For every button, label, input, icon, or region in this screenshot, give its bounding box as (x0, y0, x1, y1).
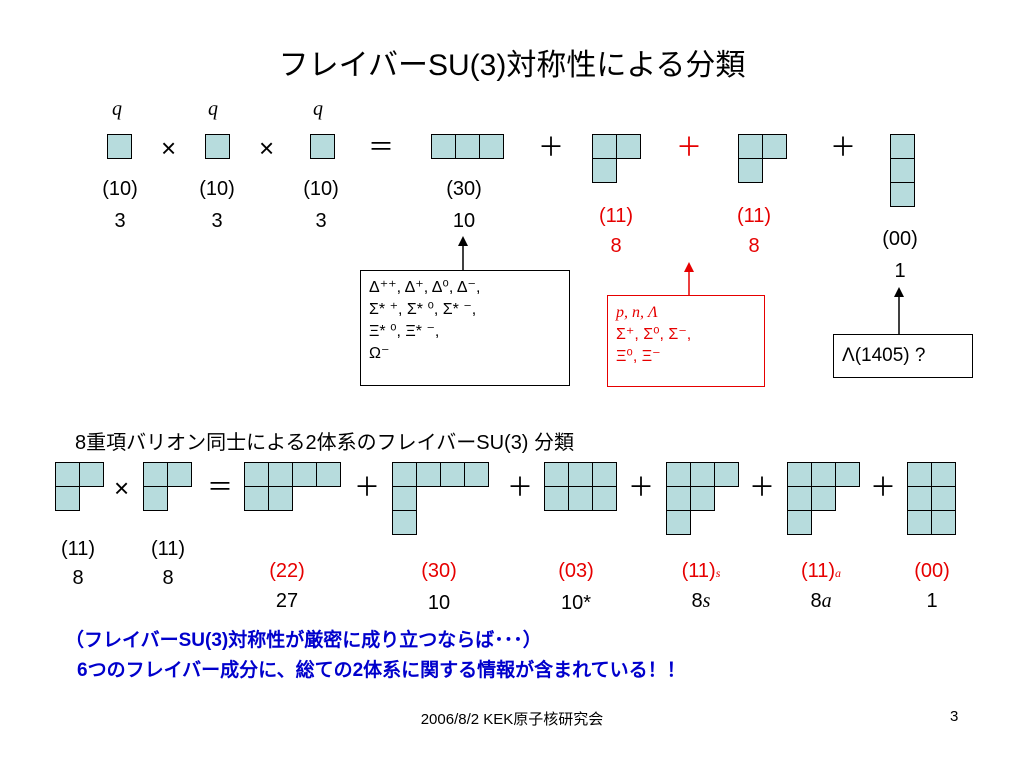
plus-symbol: ＋ (507, 472, 534, 502)
dim-label-antisymmetric: 8a (786, 590, 856, 612)
times-symbol: × (259, 133, 275, 163)
dim-label: 27 (275, 590, 299, 612)
page-number: 3 (950, 708, 959, 725)
rep-label-antisymmetric: (11)a (786, 560, 856, 584)
quark-label: q (313, 98, 323, 120)
dim-label: 3 (114, 210, 126, 232)
octet-line: p, n, Λ (616, 304, 658, 321)
dim-label: 8 (748, 235, 760, 257)
arrow-decuplet (458, 236, 468, 270)
rep-label: (30) (421, 560, 457, 582)
rep-label: (11) (60, 538, 96, 560)
rep-label: (11) (150, 538, 186, 560)
arrow-singlet (894, 287, 904, 334)
footer-date: 2006/8/2 KEK原子核研究会 (420, 711, 604, 728)
section-title: 8重項バリオン同士による2体系のフレイバーSU(3) 分類 (75, 432, 575, 454)
times-symbol: × (161, 133, 177, 163)
dim-label: 10 (427, 592, 451, 614)
decuplet-members-box: Δ⁺⁺, Δ⁺, Δ⁰, Δ⁻, Σ* ⁺, Σ* ⁰, Σ* ⁻, Ξ* ⁰,… (360, 270, 570, 386)
rep-label: (00) (882, 228, 918, 250)
antisymmetric-subscript: a (821, 590, 832, 612)
page-title: フレイバーSU(3)対称性による分類 (278, 49, 746, 82)
dim-label: 3 (315, 210, 327, 232)
plus-symbol: ＋ (628, 472, 655, 502)
decuplet-line: Ω⁻ (369, 345, 390, 362)
decuplet-line: Δ⁺⁺, Δ⁺, Δ⁰, Δ⁻, (369, 279, 481, 296)
rep-label: (03) (558, 560, 594, 582)
quark-label: q (112, 98, 122, 120)
equals-symbol: ＝ (207, 472, 234, 502)
singlet-candidate-box: Λ(1405) ? (833, 334, 973, 378)
symmetric-subscript: s (702, 590, 711, 612)
rep-label: (10) (303, 178, 339, 200)
octet-members-box: p, n, Λ Σ⁺, Σ⁰, Σ⁻, Ξ⁰, Ξ⁻ (607, 295, 765, 387)
rep-label: (00) (914, 560, 950, 582)
decuplet-line: Ξ* ⁰, Ξ* ⁻, (369, 323, 440, 340)
dim-label: 8 (72, 567, 84, 589)
dim-label: 8 (162, 567, 174, 589)
rep-label-symmetric: (11)s (666, 560, 736, 584)
plus-symbol: ＋ (676, 132, 703, 162)
dim-label: 8 (610, 235, 622, 257)
times-symbol: × (114, 473, 130, 503)
dim-label-symmetric: 8s (666, 590, 736, 612)
rep-label: (22) (269, 560, 305, 582)
rep-value: (11) (800, 560, 836, 582)
dim-value: 8 (691, 590, 703, 612)
dim-label: 1 (894, 260, 906, 282)
rep-value: (11) (681, 560, 716, 582)
plus-symbol: ＋ (870, 472, 897, 502)
rep-label: (11) (736, 205, 772, 227)
conclusion-line-1: （フレイバーSU(3)対称性が厳密に成り立つならば･･･） (65, 630, 542, 651)
arrow-octet (684, 262, 694, 295)
quark-label: q (208, 98, 218, 120)
octet-line: Ξ⁰, Ξ⁻ (616, 348, 661, 365)
rep-label: (10) (102, 178, 138, 200)
rep-label: (11) (598, 205, 634, 227)
plus-symbol: ＋ (749, 472, 776, 502)
antisymmetric-subscript: a (835, 566, 842, 580)
symmetric-subscript: s (715, 566, 721, 580)
dim-label: 10 (452, 210, 476, 232)
rep-label: (10) (199, 178, 235, 200)
dim-label: 3 (211, 210, 223, 232)
octet-line: Σ⁺, Σ⁰, Σ⁻, (616, 326, 692, 343)
dim-label: 10* (560, 592, 592, 614)
equals-symbol: ＝ (368, 132, 395, 162)
dim-value: 8 (810, 590, 822, 612)
plus-symbol: ＋ (354, 472, 381, 502)
plus-symbol: ＋ (830, 132, 857, 162)
rep-label: (30) (446, 178, 482, 200)
conclusion-line-2: 6つのフレイバー成分に、総ての2体系に関する情報が含まれている！！ (77, 660, 686, 681)
plus-symbol: ＋ (538, 132, 565, 162)
dim-label: 1 (926, 590, 938, 612)
decuplet-line: Σ* ⁺, Σ* ⁰, Σ* ⁻, (369, 301, 477, 318)
